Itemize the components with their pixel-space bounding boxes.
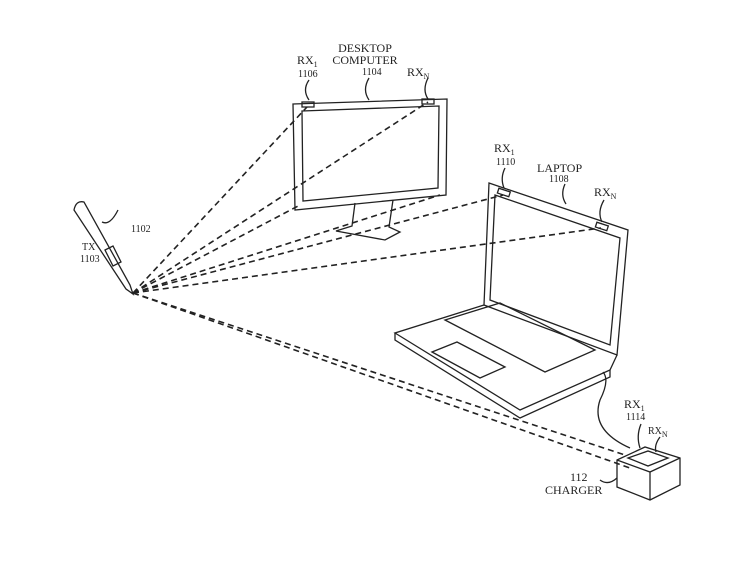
laptop-rx1-label: RX [494, 141, 511, 155]
desktop-computer [292, 77, 448, 241]
charger-rx1-subscript: 1 [641, 404, 645, 413]
laptop-rxn-label: RX [594, 185, 611, 199]
svg-text:RX1: RX1 [624, 397, 645, 413]
desktop-name-line1: DESKTOP [338, 41, 392, 55]
laptop-rx1-receiver [496, 187, 512, 198]
laptop-rxn-subscript: N [611, 192, 617, 201]
signal-lines [132, 101, 631, 469]
desktop-rx1-subscript: 1 [314, 60, 318, 69]
svg-text:RXN: RXN [407, 65, 430, 81]
svg-text:RX1: RX1 [297, 53, 318, 69]
svg-text:RXN: RXN [594, 185, 617, 201]
desktop-rx1-receiver [301, 101, 315, 108]
stylus-tx-ref: 1103 [80, 254, 100, 265]
desktop-rxn-subscript: N [424, 72, 430, 81]
stylus-tx-label: TX [82, 242, 96, 253]
stylus-ref: 1102 [131, 224, 151, 235]
charger-ref: 112 [570, 470, 588, 484]
charger-rxn-label: RX [648, 426, 663, 437]
laptop-rx1-subscript: 1 [511, 148, 515, 157]
desktop-rx1-label: RX [297, 53, 314, 67]
charger-rxn-subscript: N [662, 430, 668, 439]
svg-text:RXN: RXN [648, 426, 668, 439]
laptop-rx1-ref: 1110 [496, 157, 515, 168]
laptop-rxn-receiver [594, 221, 610, 232]
charger-rx1-ref: 1114 [626, 412, 645, 423]
charger-name: CHARGER [545, 483, 602, 497]
charger-rx1-label: RX [624, 397, 641, 411]
svg-text:RX1: RX1 [494, 141, 515, 157]
desktop-rxn-label: RX [407, 65, 424, 79]
desktop-ref: 1104 [362, 67, 382, 78]
charger [599, 423, 681, 501]
stylus [73, 201, 135, 296]
charger-cable [597, 371, 631, 449]
laptop-name: LAPTOP [537, 161, 582, 175]
desktop-name-line2: COMPUTER [332, 53, 397, 67]
desktop-rx1-ref: 1106 [298, 69, 318, 80]
laptop-ref: 1108 [549, 174, 569, 185]
laptop [393, 167, 629, 419]
